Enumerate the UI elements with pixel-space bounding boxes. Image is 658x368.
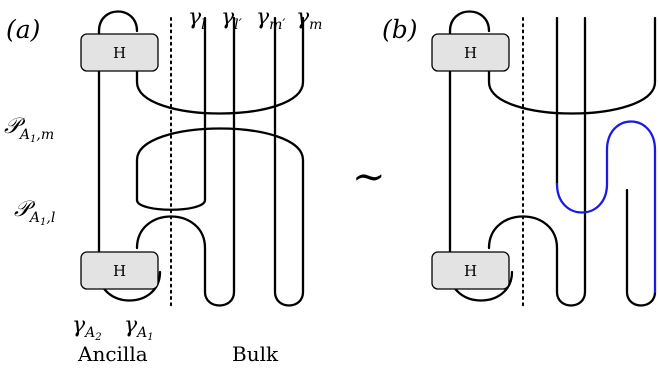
hadamard-gate-top-b [431,33,510,72]
panel-a-label: (a) [6,15,40,44]
hadamard-gate-bottom-a [80,251,159,290]
projector-m-cap-a [135,16,305,307]
projector-l-cup-a [135,16,207,211]
bulk-leg-label-l: γl [188,5,206,33]
hadamard-gate-top-a [80,33,159,72]
projector-m-label: 𝒫A1,m [4,114,54,145]
panel-a: (a) H H 𝒫A1,m 𝒫A1,l γl γl′ γm′ γm γA2 γA… [4,5,322,366]
hadamard-gate-top-a-label: H [113,44,126,62]
ancilla-leg-label-a1: γA1 [124,313,154,343]
equivalence-symbol: ∼ [352,154,386,200]
top-ancilla-cap-b [448,10,491,33]
projector-m-cup-a [135,16,305,115]
hadamard-gate-top-b-label: H [464,44,477,62]
upper-cup-b [487,16,657,115]
bulk-region-label: Bulk [232,342,279,366]
bulk-leg-label-l-prime: γl′ [221,5,243,33]
hadamard-gate-bottom-b [431,251,510,290]
hadamard-gate-bottom-a-label: H [113,262,126,280]
hadamard-gate-bottom-b-label: H [464,262,477,280]
panel-b-label: (b) [382,15,418,44]
top-ancilla-cap-a [97,10,139,33]
ancilla-leg-label-a2: γA2 [72,313,102,343]
ancilla-region-label: Ancilla [77,342,148,366]
panel-b: (b) H H [382,10,657,309]
bulk-leg-label-m-prime: γm′ [256,5,286,33]
bulk-leg-lower-b [625,188,657,307]
lower-arch-b [487,16,587,307]
bulk-leg-label-m: γm [296,5,322,33]
projector-l-label: 𝒫A1,l [14,197,55,228]
highlighted-connection [555,120,657,294]
projector-l-cap-a [135,16,236,307]
